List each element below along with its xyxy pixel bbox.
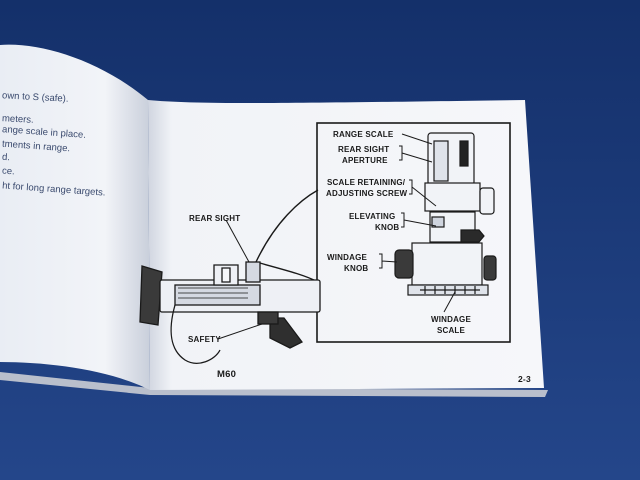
label-windage-knob-line2: KNOB <box>344 264 369 273</box>
label-scale-screw-line1: SCALE RETAINING/ <box>327 178 406 187</box>
label-range-scale: RANGE SCALE <box>333 130 394 139</box>
label-rear-sight: REAR SIGHT <box>189 214 241 223</box>
sight-detail-frame <box>316 122 511 343</box>
label-windage-scale-line2: SCALE <box>436 326 466 335</box>
rear-sight-detail-drawing <box>394 132 497 296</box>
leader-lines <box>217 133 456 340</box>
page-number: 2-3 <box>518 374 531 384</box>
left-page-line-6: ce. <box>1 165 16 178</box>
label-windage-scale-line1: WINDAGE <box>430 315 472 324</box>
label-elevating-knob-line1: ELEVATING <box>349 212 396 221</box>
label-elevating-knob-line2: KNOB <box>375 223 400 232</box>
page-stack <box>0 372 548 397</box>
label-rear-sight-aperture-line1: REAR SIGHT <box>338 145 390 154</box>
label-safety: SAFETY <box>188 335 221 344</box>
left-page-line-5: d. <box>1 151 11 164</box>
label-windage-knob-line1: WINDAGE <box>327 253 368 262</box>
label-rear-sight-aperture-line2: APERTURE <box>342 156 388 165</box>
figure-caption: M60 <box>217 369 237 380</box>
left-page <box>0 44 150 391</box>
label-scale-screw-line2: ADJUSTING SCREW <box>326 189 408 198</box>
m60-machine-gun-drawing <box>139 261 321 364</box>
